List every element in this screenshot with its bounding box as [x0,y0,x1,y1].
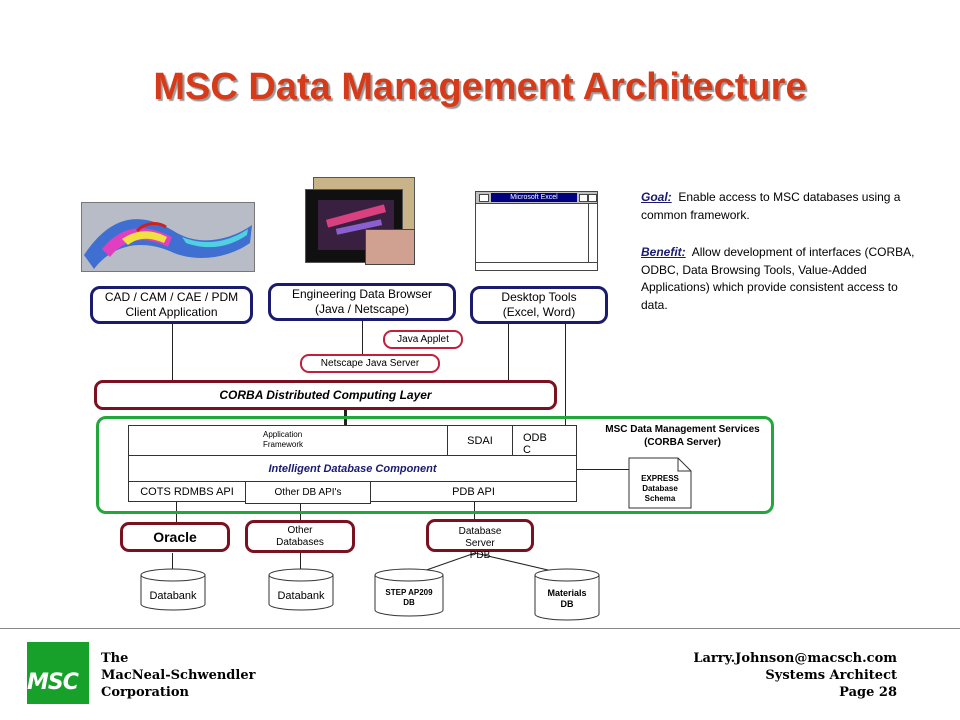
browser-screenshot-image [305,177,415,265]
connector [565,323,566,426]
intelligent-db-box: Intelligent Database Component [128,455,577,482]
cots-api-label: COTS RDMBS API [140,485,234,498]
connector [172,321,173,381]
intelligent-db-label: Intelligent Database Component [268,462,437,475]
msc-logo: MSC [27,642,89,704]
goal-text: Goal: Enable access to MSC databases usi… [641,189,921,224]
contact-email[interactable]: Larry.Johnson@macsch.com [693,651,897,666]
express-schema-label: EXPRESS Database Schema [641,474,679,503]
other-api-label: Other DB API's [274,487,342,498]
cad-client-label-2: Client Application [125,305,218,319]
desktop-tools-box: Desktop Tools(Excel, Word) [470,286,608,324]
contact-info: Larry.Johnson@macsch.com Systems Archite… [600,650,897,701]
excel-window-image: Microsoft Excel [475,191,598,271]
connector [172,553,173,570]
oracle-label: Oracle [153,529,197,545]
sdai-box: SDAI [447,425,513,456]
app-framework-box: Application Framework [128,425,448,456]
cots-api-box: COTS RDMBS API [128,481,246,502]
benefit-body: Allow development of interfaces (CORBA, … [641,245,915,312]
desktop-tools-label-2: (Excel, Word) [502,305,576,319]
databank-label-1: Databank [149,590,197,602]
express-schema-document [628,457,692,509]
data-browser-label-1: Engineering Data Browser [291,287,433,301]
desktop-tools-label-1: Desktop Tools [501,290,577,304]
benefit-label: Benefit: [641,245,686,259]
odbc-box: ODB C [512,425,577,456]
sdai-label: SDAI [467,434,493,447]
connector [362,321,363,357]
java-applet-box: Java Applet [383,330,463,349]
excel-minimize-icon [579,194,588,202]
connector [508,323,509,381]
oracle-box: Oracle [120,522,230,552]
cad-client-label-1: CAD / CAM / CAE / PDM [104,290,239,304]
benefit-text: Benefit: Allow development of interfaces… [641,244,926,314]
goal-label: Goal: [641,190,672,204]
excel-maximize-icon [588,194,597,202]
services-container [96,416,774,514]
corba-layer-label: CORBA Distributed Computing Layer [219,388,432,402]
materials-db-label: Materials DB [547,588,587,609]
excel-window-title: Microsoft Excel [491,193,577,202]
connector [577,469,629,470]
cad-model-image [81,202,255,272]
page-title: MSC Data Management Architecture [153,66,807,108]
other-api-box: Other DB API's [245,481,371,504]
excel-close-box-icon [479,194,489,202]
netscape-server-box: Netscape Java Server [300,354,440,373]
pdb-api-label: PDB API [452,485,495,498]
msc-logo-text: MSC [27,670,79,695]
connector [300,553,301,570]
page-number: Page 28 [839,685,897,700]
pdb-api-box: PDB API [370,481,577,502]
step-db-cylinder [374,568,444,617]
data-browser-box: Engineering Data Browser(Java / Netscape… [268,283,456,321]
step-db-label: STEP AP209 DB [385,588,433,607]
services-title: MSC Data Management Services (CORBA Serv… [605,424,760,448]
databank-cylinder-1 [140,568,206,611]
goal-body: Enable access to MSC databases using a c… [641,190,901,222]
corba-layer-box: CORBA Distributed Computing Layer [94,380,557,410]
data-browser-label-2: (Java / Netscape) [314,302,410,316]
materials-db-cylinder [534,568,600,621]
company-name: The MacNeal-Schwendler Corporation [101,651,256,700]
footer-rule [0,628,960,629]
databank-cylinder-2 [268,568,334,611]
databank-label-2: Databank [277,590,325,602]
